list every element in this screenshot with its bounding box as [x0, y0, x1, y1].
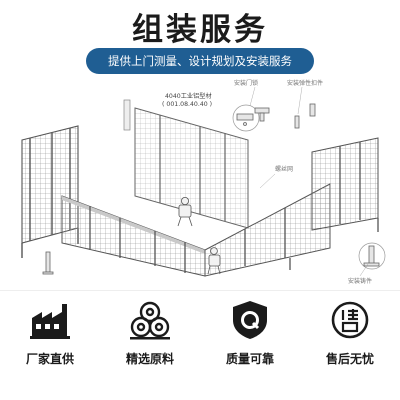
callout-fastener: 安装铸件 — [348, 277, 372, 285]
material-rolls-icon — [130, 301, 170, 340]
callout-profile-code: ( 001.08.40.40 ) — [162, 101, 212, 108]
feature-label: 质量可靠 — [225, 352, 274, 366]
fence-front-wall — [61, 195, 206, 277]
feature-after-sales: 售后无忧 — [300, 296, 400, 367]
callout-hinge: 安装弹性扣件 — [287, 79, 323, 87]
installer-figure-left — [177, 197, 193, 227]
detail-door-lock — [232, 104, 260, 132]
after-sales-icon — [331, 301, 369, 339]
service-banner: 提供上门测量、设计规划及安装服务 — [86, 48, 314, 74]
feature-row: 厂家直供 精选原料 — [0, 296, 400, 396]
fence-far-right-section — [311, 137, 379, 232]
feature-selected-materials: 精选原料 — [100, 296, 200, 367]
callout-mesh: 螺丝网 — [275, 165, 293, 173]
detail-bottom-left-part — [42, 251, 54, 275]
feature-reliable-quality: 质量可靠 — [200, 296, 300, 367]
quality-shield-icon — [233, 301, 267, 339]
feature-label: 厂家直供 — [25, 352, 74, 366]
headline: 组装服务 — [132, 12, 268, 48]
fence-installation-illustration: 安装门锁 安装弹性扣件 4040工业铝型材 ( 001.08.40.40 ) 螺… — [21, 79, 386, 285]
feature-label: 售后无忧 — [325, 352, 374, 366]
callout-profile-name: 4040工业铝型材 — [165, 92, 212, 100]
feature-label: 精选原料 — [125, 352, 174, 366]
installer-figure-right — [207, 247, 221, 275]
feature-factory-direct: 厂家直供 — [0, 296, 100, 367]
fence-back-wall — [134, 107, 249, 229]
profile-section — [123, 99, 131, 131]
callout-lines — [249, 86, 369, 277]
fence-right-wall — [204, 183, 331, 277]
detail-bottom-right-part — [358, 242, 386, 270]
factory-icon — [30, 304, 70, 339]
callout-door-lock: 安装门锁 — [234, 79, 258, 87]
detail-hinge-parts — [254, 103, 316, 129]
section-divider — [0, 290, 400, 291]
